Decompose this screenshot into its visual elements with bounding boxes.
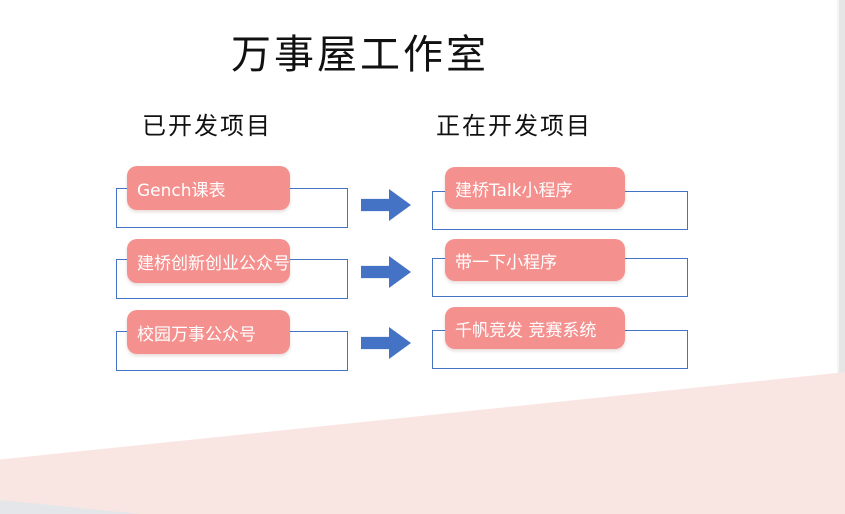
developed-item-campus-wanshi-account: 校园万事公众号 [127, 310, 290, 354]
right-arrow-icon [361, 327, 411, 359]
indev-item-label: 千帆竞发 竞赛系统 [455, 320, 597, 341]
developed-item-jianqiao-innovation-account: 建桥创新创业公众号 [127, 239, 290, 283]
indev-item-qianfan-competition-system: 千帆竞发 竞赛系统 [445, 307, 625, 349]
column-header-developed: 已开发项目 [142, 112, 272, 140]
indev-item-jianqiao-talk-miniprogram: 建桥Talk小程序 [445, 167, 625, 209]
right-arrow-icon [361, 189, 411, 221]
indev-item-label: 建桥Talk小程序 [455, 180, 573, 201]
developed-item-gench-timetable: Gench课表 [127, 166, 290, 210]
slide-title: 万事屋工作室 [231, 32, 489, 78]
developed-item-label: 校园万事公众号 [137, 324, 256, 345]
right-arrow-icon [361, 256, 411, 288]
column-header-in-development: 正在开发项目 [436, 112, 592, 140]
developed-item-label: Gench课表 [137, 180, 226, 201]
indev-item-daiyixia-miniprogram: 带一下小程序 [445, 239, 625, 281]
developed-item-label: 建桥创新创业公众号 [137, 253, 290, 274]
right-edge-strip [837, 0, 845, 514]
indev-item-label: 带一下小程序 [455, 252, 557, 273]
